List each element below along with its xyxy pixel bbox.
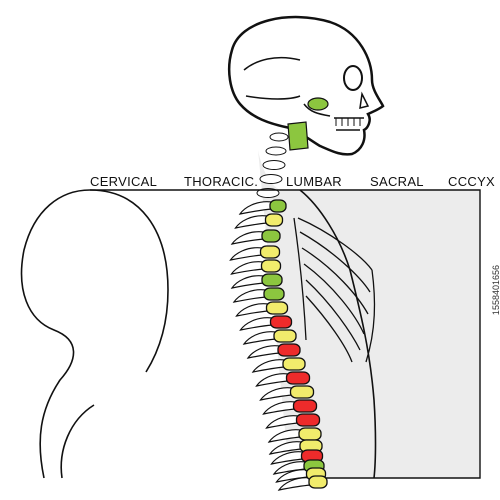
- spinous-process: [255, 373, 290, 387]
- back-outline: [299, 189, 377, 479]
- spinous-process: [232, 289, 267, 303]
- torso-silhouette: [258, 150, 480, 478]
- spinous-process: [259, 387, 294, 401]
- spinous-process: [270, 451, 305, 465]
- vertebra-green: [263, 287, 285, 301]
- spinous-process: [242, 331, 277, 345]
- vertebra-red: [295, 413, 321, 427]
- shoulder-outline: [89, 189, 169, 373]
- vertebra-green: [261, 229, 281, 243]
- vertebra-yellow: [308, 475, 328, 489]
- vertebra-red: [269, 315, 293, 329]
- vertebra-green: [261, 273, 283, 287]
- spinous-process: [251, 359, 286, 373]
- spinous-process: [265, 415, 300, 429]
- label-lumbar: LUMBAR: [286, 174, 342, 189]
- spinous-process: [239, 317, 274, 331]
- spinous-processes: [229, 201, 312, 491]
- label-thoracic: THORACIC.: [184, 174, 259, 189]
- vertebra-yellow: [265, 301, 289, 315]
- spinous-process: [230, 231, 265, 245]
- spinous-process: [234, 215, 269, 229]
- vertebra-yellow: [289, 385, 315, 399]
- spinous-process: [229, 247, 264, 261]
- vertebral-column: [259, 199, 328, 489]
- spinous-process: [230, 261, 265, 275]
- stock-id: 1558401656: [491, 265, 500, 316]
- vertebra-red: [277, 343, 301, 357]
- vertebra-yellow: [298, 427, 322, 441]
- vertebra-green: [269, 199, 287, 213]
- vertebra-yellow: [259, 245, 281, 259]
- label-coccyx: CCCYX: [448, 174, 496, 189]
- vertebra-yellow: [282, 357, 306, 371]
- spinous-process: [262, 401, 297, 415]
- vertebra-red: [292, 399, 318, 413]
- vertebra-yellow: [260, 259, 282, 273]
- spinous-process: [235, 303, 270, 317]
- vertebra-yellow: [273, 329, 297, 343]
- spinous-process: [268, 441, 303, 455]
- left-body-outline: [20, 189, 91, 479]
- label-cervical: CERVICAL: [90, 174, 158, 189]
- lower-left-outline: [60, 404, 95, 479]
- spinous-process: [267, 429, 302, 443]
- spinous-process: [277, 477, 312, 491]
- label-frame: [90, 189, 481, 479]
- skull: [228, 15, 385, 156]
- rib-cage: [293, 217, 376, 363]
- vertebra-red: [285, 371, 311, 385]
- label-sacral: SACRAL: [370, 174, 424, 189]
- spinous-process: [238, 201, 273, 215]
- vertebra-yellow: [264, 213, 284, 227]
- spinous-process: [246, 345, 281, 359]
- spinous-process: [230, 275, 265, 289]
- cervical-spine: [256, 121, 309, 198]
